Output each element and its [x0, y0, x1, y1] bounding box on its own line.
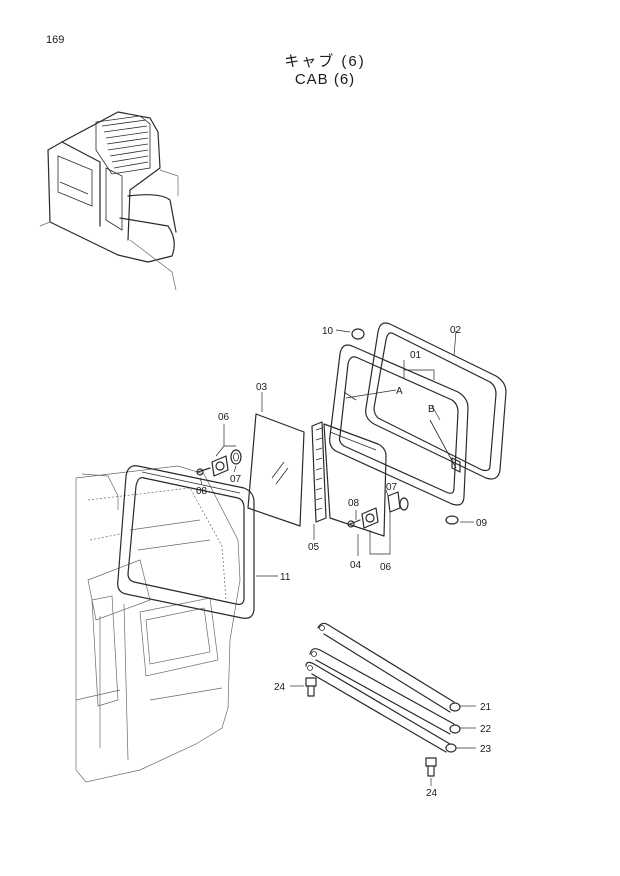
callout-09-label: 09	[476, 518, 488, 529]
callout-08-right-label: 08	[348, 498, 360, 509]
latch-assembly-right	[347, 491, 409, 555]
callout-21-label: 21	[480, 702, 492, 713]
latch-assembly-left	[196, 424, 242, 477]
callout-11-label: 11	[280, 572, 291, 583]
callout-05-label: 05	[308, 542, 320, 553]
cab-location-thumbnail	[39, 111, 179, 291]
callout-22-label: 22	[480, 724, 492, 735]
rod-23	[305, 661, 457, 753]
callout-06-lower-label: 06	[380, 562, 392, 573]
glass-panel-04	[323, 423, 387, 537]
page-title-english: CAB (6)	[294, 71, 356, 88]
callout-24-left-label: 24	[274, 682, 286, 693]
callout-02-label: 02	[450, 325, 462, 336]
callout-07-right-label: 07	[386, 482, 398, 493]
page-number: 169	[46, 34, 65, 46]
callout-01-label: 01	[410, 350, 422, 361]
window-seal-02	[365, 322, 507, 480]
cab-body-outline	[75, 465, 241, 783]
callout-24-bottom-label: 24	[426, 788, 438, 799]
window-frame-01	[329, 344, 469, 506]
cap-09	[445, 515, 474, 525]
callout-04-label: 04	[350, 560, 362, 571]
reference-a-label: A	[396, 386, 403, 397]
callout-06-upper-label: 06	[218, 412, 230, 423]
page-title-japanese: キャブ (6)	[284, 53, 366, 70]
reference-b-label: B	[428, 404, 435, 415]
bolt-24-bottom	[425, 757, 437, 786]
callout-07-left-label: 07	[230, 474, 242, 485]
bolt-24-left	[290, 677, 317, 697]
callout-08-left-label: 08	[196, 486, 208, 497]
rod-22	[309, 648, 461, 735]
window-seal-11	[117, 465, 255, 619]
callout-10-label: 10	[322, 326, 334, 337]
cap-10	[335, 328, 365, 340]
glass-panel-03	[247, 413, 305, 527]
callout-23-label: 23	[480, 744, 492, 755]
leader-lines	[199, 330, 476, 749]
rod-21	[317, 622, 461, 713]
sliding-rail-05	[311, 421, 327, 523]
callout-03-label: 03	[256, 382, 268, 393]
